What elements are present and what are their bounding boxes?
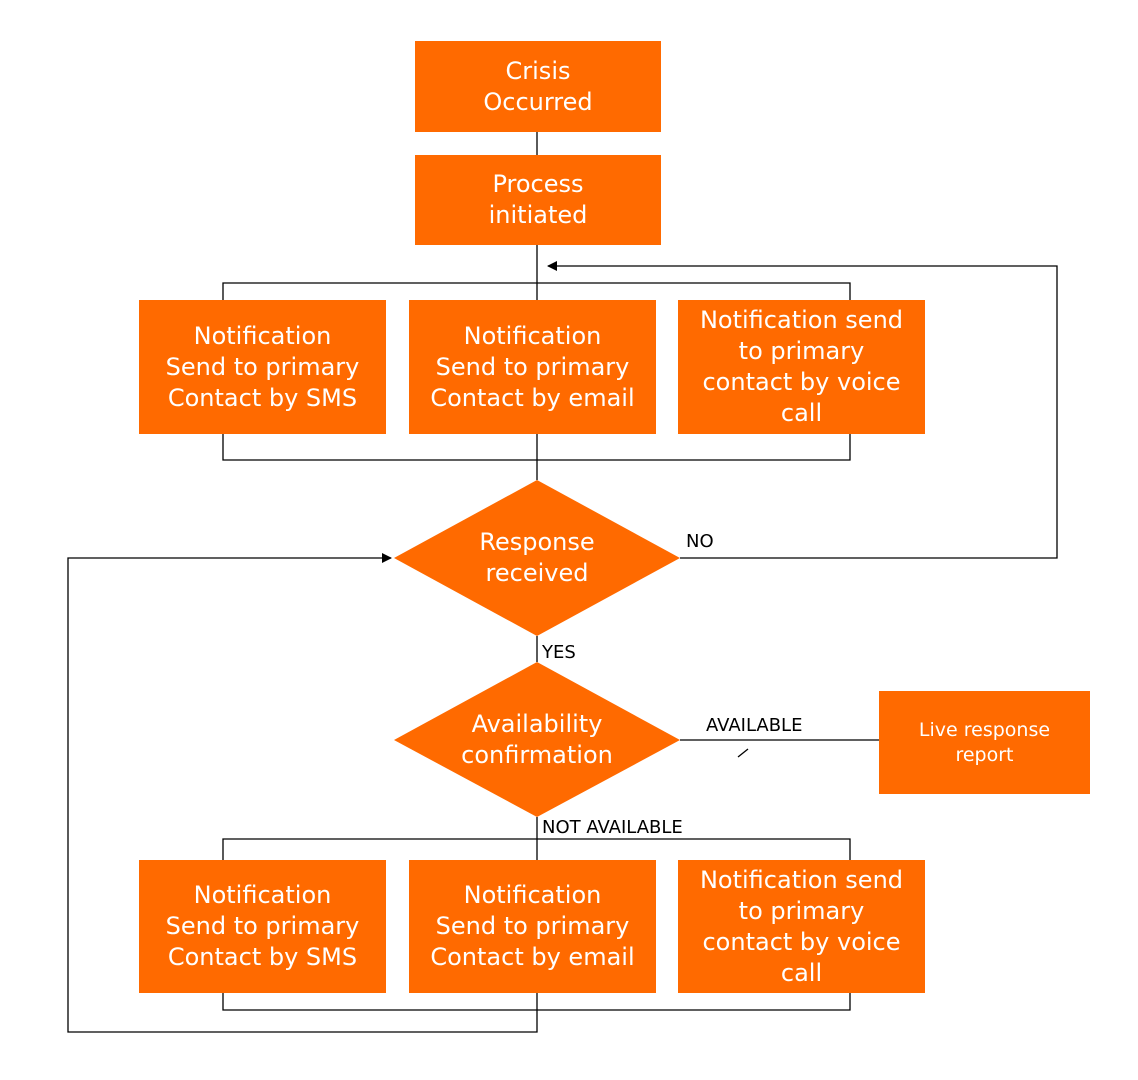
bottom-fork-bracket	[222, 838, 851, 860]
live-response-report-label: Live response report	[918, 718, 1051, 766]
top-fork-bracket	[222, 282, 851, 300]
connector-available-tick	[737, 748, 749, 758]
availability-confirmation-label: Availability confirmation	[461, 710, 613, 769]
bottom-notification-voice-box: Notification send to primary contact by …	[678, 860, 925, 993]
response-received-label: Response received	[479, 528, 595, 587]
top-notification-sms-label: Notification Send to primary Contact by …	[165, 321, 360, 412]
top-notification-email-box: Notification Send to primary Contact by …	[409, 300, 656, 434]
bottom-notification-voice-label: Notification send to primary contact by …	[699, 865, 904, 987]
live-response-report-box: Live response report	[879, 691, 1090, 794]
top-notification-voice-box: Notification send to primary contact by …	[678, 300, 925, 434]
crisis-occurred-box: Crisis Occurred	[415, 41, 661, 132]
top-notification-email-label: Notification Send to primary Contact by …	[430, 321, 635, 412]
bottom-notification-email-box: Notification Send to primary Contact by …	[409, 860, 656, 993]
crisis-occurred-label: Crisis Occurred	[483, 56, 593, 116]
process-initiated-label: Process initiated	[488, 170, 588, 229]
process-initiated-box: Process initiated	[415, 155, 661, 245]
bottom-notification-sms-box: Notification Send to primary Contact by …	[139, 860, 386, 993]
no-loop-connector	[547, 261, 1058, 559]
not-available-label: NOT AVAILABLE	[542, 817, 683, 838]
available-label: AVAILABLE	[706, 715, 803, 736]
response-received-diamond	[394, 480, 680, 636]
no-label: NO	[686, 531, 714, 552]
availability-confirmation-diamond	[394, 662, 680, 817]
top-notification-voice-label: Notification send to primary contact by …	[699, 306, 904, 427]
bottom-notification-email-label: Notification Send to primary Contact by …	[430, 881, 635, 971]
bottom-notification-sms-label: Notification Send to primary Contact by …	[165, 881, 360, 971]
top-notification-sms-box: Notification Send to primary Contact by …	[139, 300, 386, 434]
yes-label: YES	[542, 642, 576, 663]
bottom-loop-connector	[67, 553, 538, 1033]
